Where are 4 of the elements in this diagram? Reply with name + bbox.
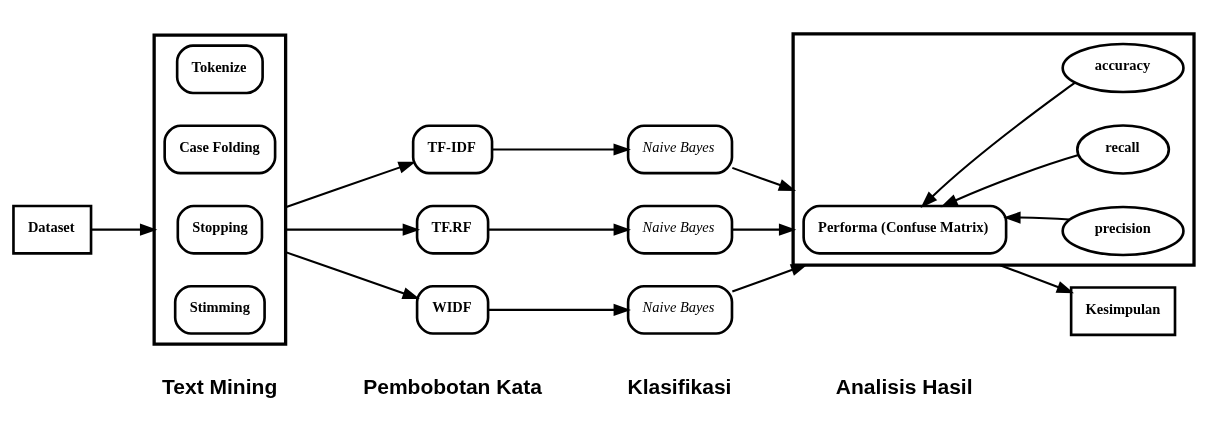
label: Pembobotan Kata <box>363 374 542 398</box>
label: Text Mining <box>162 374 278 398</box>
label: Analisis Hasil <box>835 374 973 398</box>
label: Klasifikasi <box>627 374 732 398</box>
